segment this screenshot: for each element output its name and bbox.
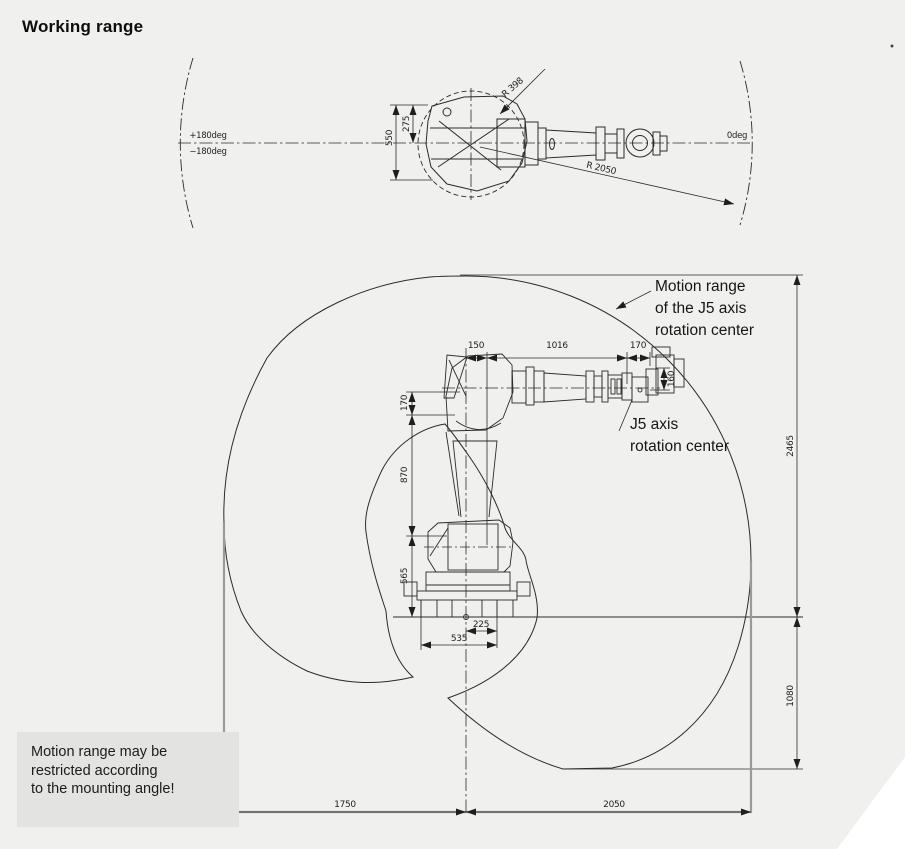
- top-view-dimensions: [390, 104, 433, 181]
- dim-2465-label: 2465: [786, 435, 796, 457]
- side-view-drawing: [222, 274, 803, 816]
- j5-axis-callout-line1: J5 axis: [630, 416, 679, 433]
- dim-550-label: 550: [385, 129, 395, 147]
- dim-565-label: 565: [400, 567, 410, 585]
- motion-envelope: [223, 275, 752, 770]
- motion-range-callout-line2: of the J5 axis: [655, 300, 747, 317]
- dim-535-label: 535: [450, 634, 468, 644]
- mounting-note-box: Motion range may be restricted according…: [17, 732, 239, 827]
- motion-range-callout: Motion range of the J5 axis rotation cen…: [655, 276, 754, 342]
- mounting-note-line1: Motion range may be: [31, 744, 168, 760]
- dim-170-top-label: 170: [629, 341, 647, 351]
- dim-870-label: 870: [400, 466, 410, 484]
- j5-leader: [618, 399, 633, 432]
- r398-leader: [499, 68, 546, 115]
- dim-160-label: 160: [667, 370, 677, 388]
- robot-top-view: [425, 95, 668, 192]
- dim-1016-label: 1016: [546, 341, 568, 351]
- dim-1750-label: 1750: [334, 800, 356, 810]
- stray-dot: [890, 44, 894, 48]
- top-view-drawing: [178, 57, 753, 229]
- dim-2050-label: 2050: [603, 800, 625, 810]
- mounting-note-line3: to the mounting angle!: [31, 781, 175, 797]
- minus-180-label: −180deg: [189, 147, 227, 157]
- arm-dims: [466, 352, 651, 545]
- robot-side-view: [403, 346, 685, 620]
- mounting-note-line2: restricted according: [31, 762, 158, 779]
- page-corner-cut: [837, 757, 905, 849]
- motion-range-callout-line1: Motion range: [655, 278, 746, 295]
- dim-150-label: 150: [467, 341, 485, 351]
- motion-range-callout-line3: rotation center: [655, 322, 755, 339]
- height-dims: [406, 391, 460, 617]
- r2050-leader: [479, 146, 735, 206]
- motion-range-leader: [615, 290, 652, 310]
- flange-dim: [650, 367, 670, 391]
- dim-170-left-label: 170: [400, 394, 410, 412]
- plus-180-label: +180deg: [189, 131, 227, 141]
- dim-275-label: 275: [402, 115, 412, 133]
- j5-axis-callout-line2: rotation center: [630, 438, 730, 455]
- zero-deg-label: 0deg: [726, 131, 748, 141]
- dim-225-label: 225: [472, 620, 490, 630]
- j5-axis-callout: J5 axis rotation center: [630, 414, 729, 458]
- page-title: Working range: [22, 17, 144, 36]
- dim-1080-label: 1080: [786, 685, 796, 707]
